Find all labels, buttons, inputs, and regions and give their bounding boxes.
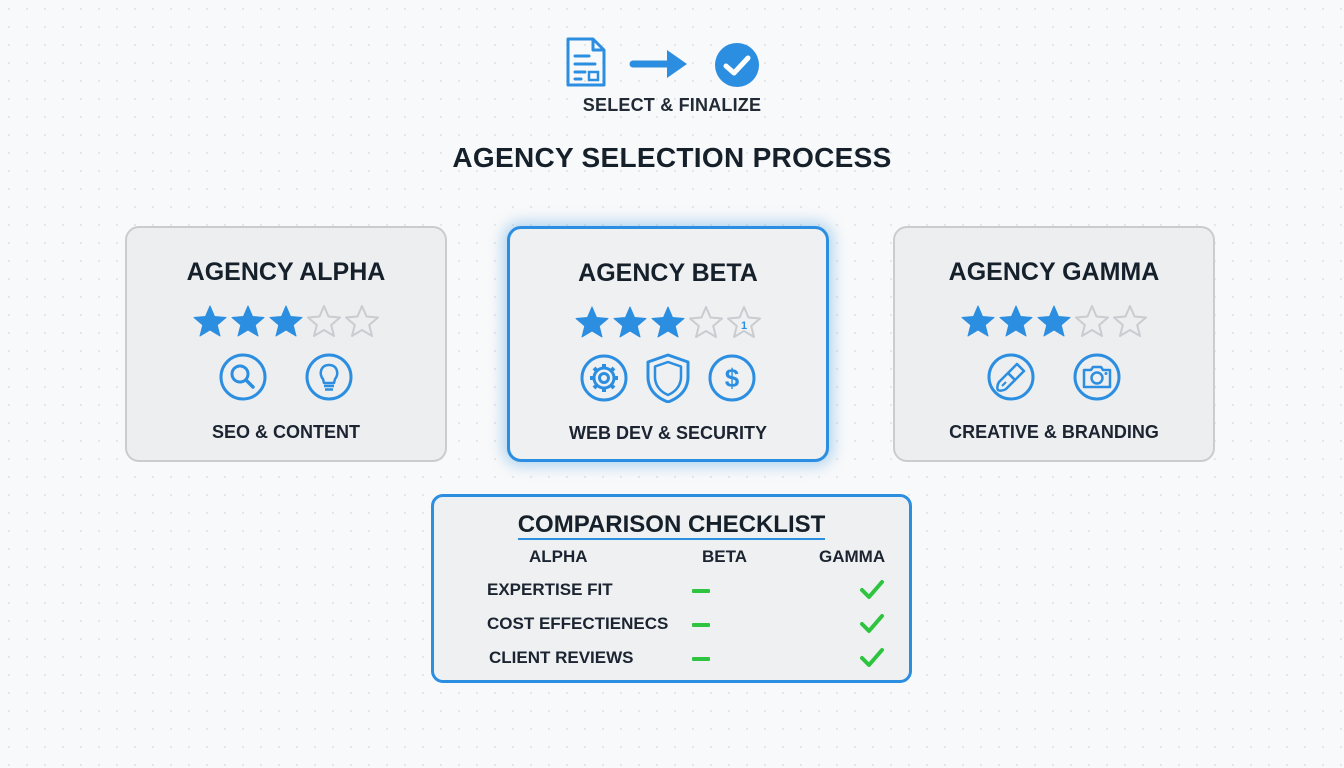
star-filled-icon [613, 306, 647, 338]
star-filled-icon [961, 305, 995, 337]
dollar-icon: $ [708, 354, 756, 402]
star-filled-icon [193, 305, 227, 337]
agency-name: AGENCY GAMMA [948, 258, 1160, 286]
star-empty-icon [1075, 305, 1109, 337]
page-title: AGENCY SELECTION PROCESS [452, 142, 892, 173]
svg-text:$: $ [725, 363, 740, 393]
column-header-alpha: ALPHA [529, 547, 588, 566]
search-icon [219, 353, 267, 401]
checkmark-icon [860, 614, 884, 633]
agency-specialty: WEB DEV & SECURITY [568, 423, 768, 443]
document-icon [566, 37, 606, 87]
flow-label: SELECT & FINALIZE [582, 95, 762, 115]
row-label: EXPERTISE FIT [487, 580, 613, 599]
dash-icon [692, 657, 710, 661]
dash-icon [692, 589, 710, 593]
service-icons: $ [510, 353, 826, 403]
process-flow [0, 30, 1344, 90]
star-badge: 1 [741, 320, 747, 332]
shield-icon [646, 353, 690, 403]
star-empty-icon [689, 306, 723, 338]
star-rating [895, 304, 1213, 338]
column-header-gamma: GAMMA [819, 547, 886, 566]
checkmark-icon [860, 648, 884, 667]
gear-icon [580, 354, 628, 402]
dash-icon [692, 623, 710, 627]
star-filled-icon [575, 306, 609, 338]
service-icons [895, 352, 1213, 402]
camera-icon [1073, 353, 1121, 401]
check-circle-icon [715, 43, 759, 87]
star-filled-icon [231, 305, 265, 337]
star-rating: 1 [510, 305, 826, 339]
service-icons [127, 352, 445, 402]
agency-card-beta[interactable]: AGENCY BETA 1 $ WEB DEV & SECURITY [507, 226, 829, 462]
agency-specialty: CREATIVE & BRANDING [949, 422, 1159, 442]
star-filled-icon [269, 305, 303, 337]
arrow-right-icon [629, 50, 687, 78]
star-filled-icon [1037, 305, 1071, 337]
star-filled-icon [651, 306, 685, 338]
checklist-title: COMPARISON CHECKLIST [517, 511, 826, 540]
row-label: COST EFFECTIENECS [487, 614, 669, 633]
agency-card-gamma[interactable]: AGENCY GAMMA CREATIVE & BRANDING [893, 226, 1215, 462]
checkmark-icon [860, 580, 884, 599]
row-label: CLIENT REVIEWS [489, 648, 634, 667]
lightbulb-icon [305, 353, 353, 401]
star-empty-icon: 1 [727, 306, 761, 338]
star-empty-icon [345, 305, 379, 337]
agency-specialty: SEO & CONTENT [211, 422, 360, 442]
comparison-checklist: COMPARISON CHECKLIST ALPHA BETA GAMMA EX… [431, 494, 912, 683]
star-rating [127, 304, 445, 338]
star-empty-icon [307, 305, 341, 337]
column-header-beta: BETA [702, 547, 748, 566]
star-filled-icon [999, 305, 1033, 337]
agency-name: AGENCY BETA [578, 259, 758, 287]
paintbrush-icon [987, 353, 1035, 401]
agency-name: AGENCY ALPHA [186, 258, 386, 286]
star-empty-icon [1113, 305, 1147, 337]
agency-card-alpha[interactable]: AGENCY ALPHA SEO & CONTENT [125, 226, 447, 462]
